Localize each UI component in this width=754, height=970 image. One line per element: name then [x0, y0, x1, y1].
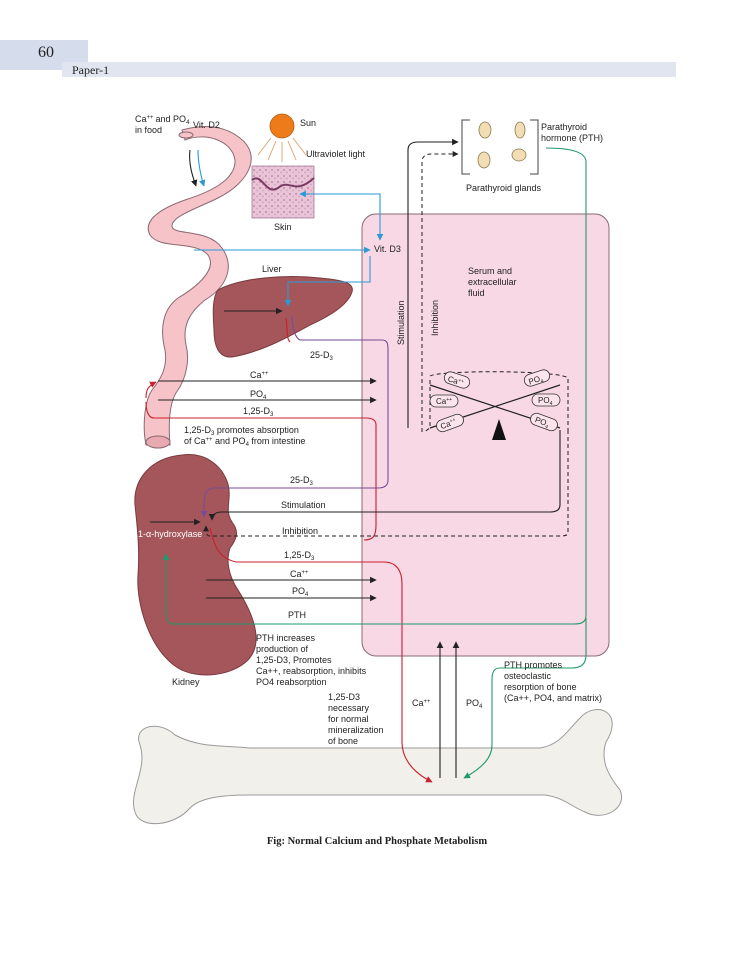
bone-min-line2: necessary: [328, 703, 370, 713]
scale-po-3: PO4: [533, 415, 550, 430]
kidney-text-line1: PTH increases: [256, 633, 316, 643]
parathyroid-gland-icon: [461, 119, 539, 175]
kidney-125d3-label: 1,25-D3: [284, 550, 315, 562]
absorption-label-line2: of Ca++ and PO4 from intestine: [184, 436, 305, 448]
scale-po-2: PO4: [538, 396, 553, 407]
osteo-line1: PTH promotes: [504, 660, 563, 670]
bone-min-line3: for normal: [328, 714, 369, 724]
liver-25d3-label: 25-D3: [310, 350, 334, 362]
vit-d2-label: Vit. D2: [193, 120, 220, 130]
liver-out-25d3: [200, 315, 389, 518]
section-label: Paper-1: [72, 63, 110, 77]
sun-label: Sun: [300, 118, 316, 128]
bone-min-line5: of bone: [328, 736, 358, 746]
scale-ca-1: Ca++: [447, 374, 465, 388]
osteo-line4: (Ca++, PO4, and matrix): [504, 693, 602, 703]
figure-caption: Fig: Normal Calcium and Phosphate Metabo…: [266, 836, 488, 847]
skin-label: Skin: [274, 222, 292, 232]
kidney-text-line2: production of: [256, 644, 309, 654]
bone-ca-label: Ca++: [412, 698, 431, 708]
page-number: 60: [38, 44, 54, 61]
skin-to-vitd3-arrow: [299, 190, 384, 241]
osteoclastic-text: PTH promotes osteoclastic resorption of …: [504, 660, 602, 703]
stim-to-parathyroid-arrow: [407, 138, 459, 428]
pth-label-line2: hormone (PTH): [541, 133, 603, 143]
kidney-text-line4: Ca++, reabsorption, inhibits: [256, 666, 367, 676]
scale-ca-2: Ca++: [436, 397, 452, 406]
intestine-icon: [143, 126, 252, 449]
stimulation-horizontal-label: Stimulation: [281, 500, 326, 510]
kidney-text-block: PTH increases production of 1,25-D3, Pro…: [256, 633, 367, 687]
bone-po4-label: PO4: [466, 698, 483, 710]
serum-label-line3: fluid: [468, 288, 485, 298]
skin-icon: [251, 165, 315, 219]
intestine-ca-label: Ca++: [250, 370, 269, 380]
sun-icon: [257, 113, 307, 162]
bone-min-line4: mineralization: [328, 725, 384, 735]
food-label-line2: in food: [135, 125, 162, 135]
serum-label-line2: extracellular: [468, 277, 517, 287]
kidney-text-line3: 1,25-D3, Promotes: [256, 655, 332, 665]
vit-d3-label: Vit. D3: [374, 244, 401, 254]
pth-to-bone-arrow: [463, 618, 587, 779]
hydroxylase-label: 1-α-hydroxylase: [138, 529, 202, 539]
liver-out-red: [285, 317, 291, 343]
osteo-line2: osteoclastic: [504, 671, 552, 681]
intestine-po4-label: PO4: [250, 389, 267, 401]
intestine-125d3-label: 1,25-D3: [243, 406, 274, 418]
stimulation-vertical-label: Stimulation: [396, 300, 406, 345]
bone-icon: [133, 709, 623, 825]
inhibition-horizontal-label: Inhibition: [282, 526, 318, 536]
uv-label: Ultraviolet light: [306, 149, 366, 159]
bone-min-line1: 1,25-D3: [328, 692, 360, 702]
osteo-line3: resorption of bone: [504, 682, 577, 692]
kidney-ca-label: Ca++: [290, 569, 309, 579]
absorption-label-line1: 1,25-D3 promotes absorption: [184, 425, 299, 437]
kidney-text-line5: PO4 reabsorption: [256, 677, 327, 687]
balance-scale-icon: [423, 369, 569, 440]
liver-label: Liver: [262, 264, 282, 274]
glands-label: Parathyroid glands: [466, 183, 542, 193]
pth-label-line1: Parathyroid: [541, 122, 587, 132]
kidney-icon: [134, 454, 257, 676]
kidney-125d3-to-bone-arrow: [209, 527, 433, 783]
stim-to-kidney-arrow: [208, 430, 561, 521]
d125-intestine-ends: [145, 381, 157, 399]
serum-label-line1: Serum and: [468, 266, 512, 276]
food-label: Ca++and PO4: [135, 114, 190, 126]
kidney-25d3-label: 25-D3: [290, 475, 314, 487]
header-bar: [62, 62, 676, 77]
kidney-po4-label: PO4: [292, 586, 309, 598]
inhib-to-kidney-arrow: [203, 430, 569, 537]
diet-arrows: [189, 149, 206, 187]
kidney-label: Kidney: [172, 677, 200, 687]
inhibition-vertical-label: Inhibition: [430, 300, 440, 336]
pth-to-kidney-arrow: [162, 147, 587, 625]
scale-labels: Ca++ Ca++ Ca++ PO4 PO4 PO4: [436, 373, 553, 431]
bone-mineralization-text: 1,25-D3 necessary for normal mineralizat…: [328, 692, 384, 746]
liver-icon: [212, 276, 353, 358]
vitd3-to-liver-arrow: [284, 256, 371, 307]
scale-ca-3: Ca++: [439, 417, 457, 431]
scale-po-1: PO4: [528, 373, 545, 388]
serum-compartment: [361, 213, 610, 657]
pth-arrow-label: PTH: [288, 610, 306, 620]
